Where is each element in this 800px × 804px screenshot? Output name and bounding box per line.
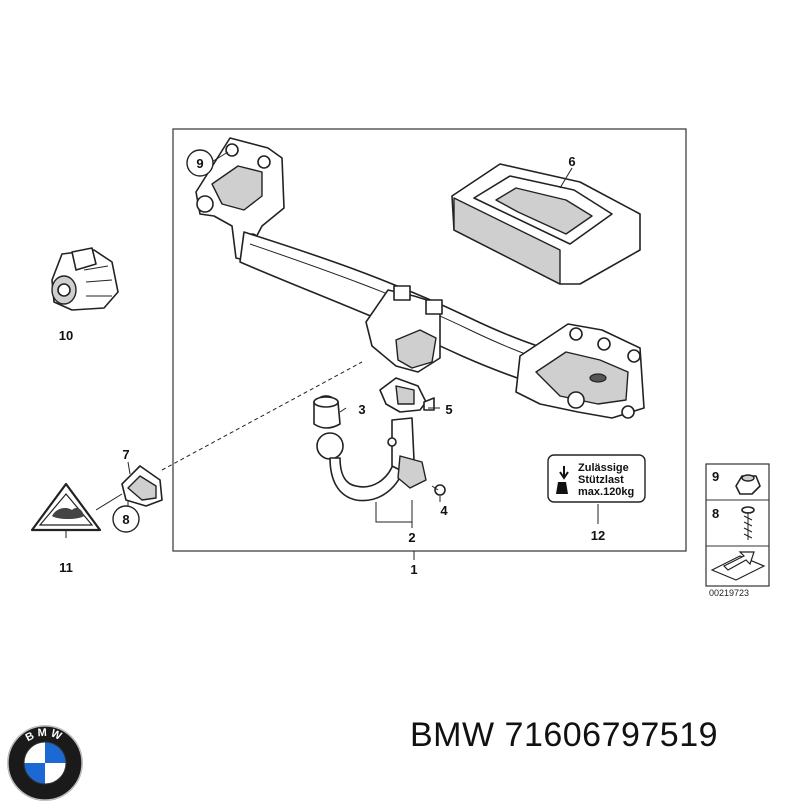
lock-receptacle [379,377,435,413]
callout-2: 2 [408,530,415,545]
reference-number: 00219723 [709,588,749,598]
fastener-legend: 9 8 00219723 [705,463,770,598]
legend-callout-8: 8 [712,506,719,521]
logo-letters: BMW [24,727,63,744]
legend-callout-9: 9 [712,469,719,484]
callout-11: 11 [59,560,73,575]
leader-lines [65,151,599,560]
bmw-logo: BMW [7,725,83,801]
assembly-frame [172,128,687,552]
electrical-socket [51,247,119,311]
callout-1: 1 [410,562,417,577]
ball-neck [316,417,427,502]
callout-12: 12 [591,528,605,543]
part-number-caption: BMW 71606797519 [410,716,719,754]
cover-plate [451,163,641,285]
callout-7: 7 [122,447,129,462]
screw [431,484,446,496]
dust-cap [313,395,341,429]
callout-10: 10 [59,328,73,343]
label-line-1: Zulässige [578,462,629,474]
label-line-2: Stützlast [578,474,624,486]
load-warning-label: Zulässige Stützlast max.120kg [547,454,646,503]
callout-9: 9 [196,156,203,171]
warning-triangle [30,482,102,532]
callout-5: 5 [445,402,452,417]
callout-4: 4 [440,503,448,518]
callout-8: 8 [122,512,129,527]
label-line-3: max.120kg [578,486,634,498]
callout-6: 6 [568,154,575,169]
svg-text:BMW: BMW [24,727,66,744]
callouts: 9 6 10 3 5 7 8 4 2 12 11 1 [59,149,605,577]
small-bracket [121,465,163,507]
callout-3: 3 [358,402,365,417]
tow-bar-crossbeam [195,137,645,419]
